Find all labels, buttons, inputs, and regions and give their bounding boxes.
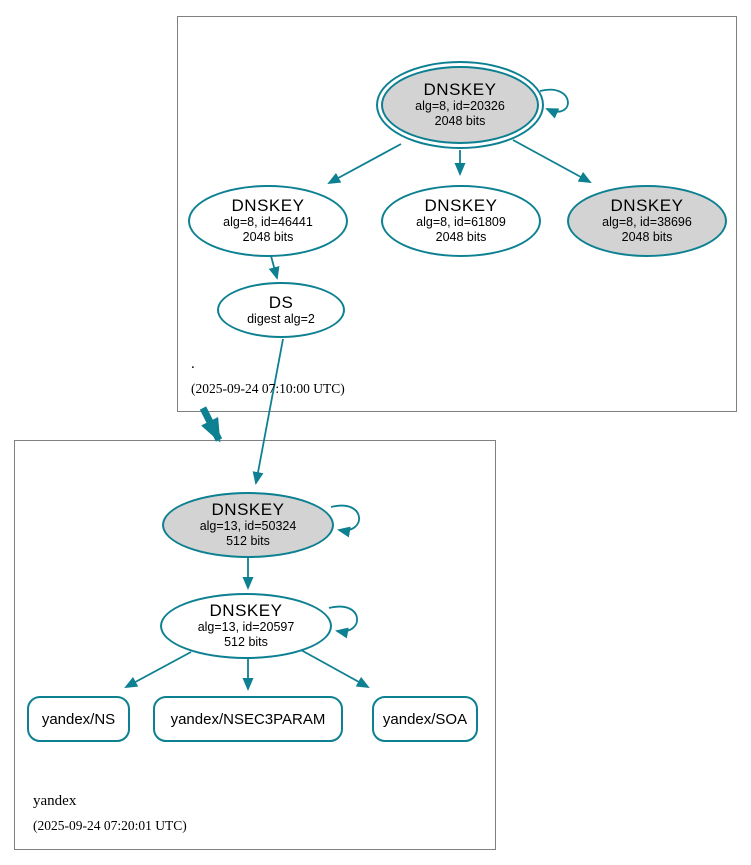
dnskey-title: DNSKEY	[424, 196, 498, 215]
ds-node: DS digest alg=2	[217, 282, 345, 338]
dnskey-bits: 2048 bits	[621, 230, 673, 244]
edge-zsk-to-ns	[124, 651, 192, 688]
rrset-yandex-ns: yandex/NS	[27, 696, 130, 742]
edge-zsk-to-soa	[300, 649, 370, 688]
edge-rootksk-to-38696	[512, 139, 592, 183]
rrset-yandex-nsec3param: yandex/NSEC3PARAM	[153, 696, 343, 742]
edge-ds-to-yandex-ksk	[252, 338, 284, 485]
dnskey-alg-id: alg=8, id=38696	[602, 215, 692, 229]
dnskey-bits: 512 bits	[226, 534, 270, 548]
edge-delegation-root-to-yandex	[199, 406, 223, 443]
dnskey-title: DNSKEY	[209, 601, 283, 620]
dnskey-node-38696: DNSKEY alg=8, id=38696 2048 bits	[567, 185, 727, 257]
zone-label-yandex: yandex	[33, 793, 77, 809]
dnskey-alg-id: alg=8, id=46441	[223, 215, 313, 229]
edge-rootksk-to-46441	[327, 143, 402, 184]
self-loop-yandex-ksk	[330, 504, 360, 538]
ds-title: DS	[268, 292, 294, 312]
dnskey-node-61809: DNSKEY alg=8, id=61809 2048 bits	[381, 185, 541, 257]
self-loop-yandex-zsk	[328, 605, 358, 639]
dnskey-alg-id: alg=13, id=50324	[199, 519, 297, 533]
dnskey-title: DNSKEY	[211, 500, 285, 519]
dnskey-node-20326: DNSKEY alg=8, id=20326 2048 bits	[381, 66, 539, 144]
edge-46441-to-ds	[268, 255, 280, 280]
dnskey-alg-id: alg=13, id=20597	[197, 620, 295, 634]
dnskey-title: DNSKEY	[423, 80, 497, 99]
dnskey-node-20597: DNSKEY alg=13, id=20597 512 bits	[160, 593, 332, 659]
dnskey-bits: 2048 bits	[242, 230, 294, 244]
zone-label-root: .	[191, 356, 195, 372]
zone-box-yandex	[14, 440, 496, 850]
dnskey-alg-id: alg=8, id=61809	[416, 215, 506, 229]
self-loop-root-ksk	[539, 88, 569, 119]
rrset-label: yandex/NS	[41, 710, 116, 728]
dnskey-alg-id: alg=8, id=20326	[415, 99, 505, 113]
rrset-yandex-soa: yandex/SOA	[372, 696, 478, 742]
dnskey-bits: 2048 bits	[434, 114, 486, 128]
zone-box-root	[177, 16, 737, 412]
dnskey-title: DNSKEY	[610, 196, 684, 215]
dnskey-node-46441: DNSKEY alg=8, id=46441 2048 bits	[188, 185, 348, 257]
dnskey-title: DNSKEY	[231, 196, 305, 215]
rrset-label: yandex/NSEC3PARAM	[170, 710, 326, 728]
dnskey-bits: 512 bits	[224, 635, 268, 649]
ds-digest: digest alg=2	[247, 311, 315, 326]
dnskey-bits: 2048 bits	[435, 230, 487, 244]
dnskey-node-50324: DNSKEY alg=13, id=50324 512 bits	[162, 492, 334, 558]
zone-timestamp-yandex: (2025-09-24 07:20:01 UTC)	[33, 818, 187, 833]
zone-timestamp-root: (2025-09-24 07:10:00 UTC)	[191, 381, 345, 396]
rrset-label: yandex/SOA	[382, 710, 468, 728]
